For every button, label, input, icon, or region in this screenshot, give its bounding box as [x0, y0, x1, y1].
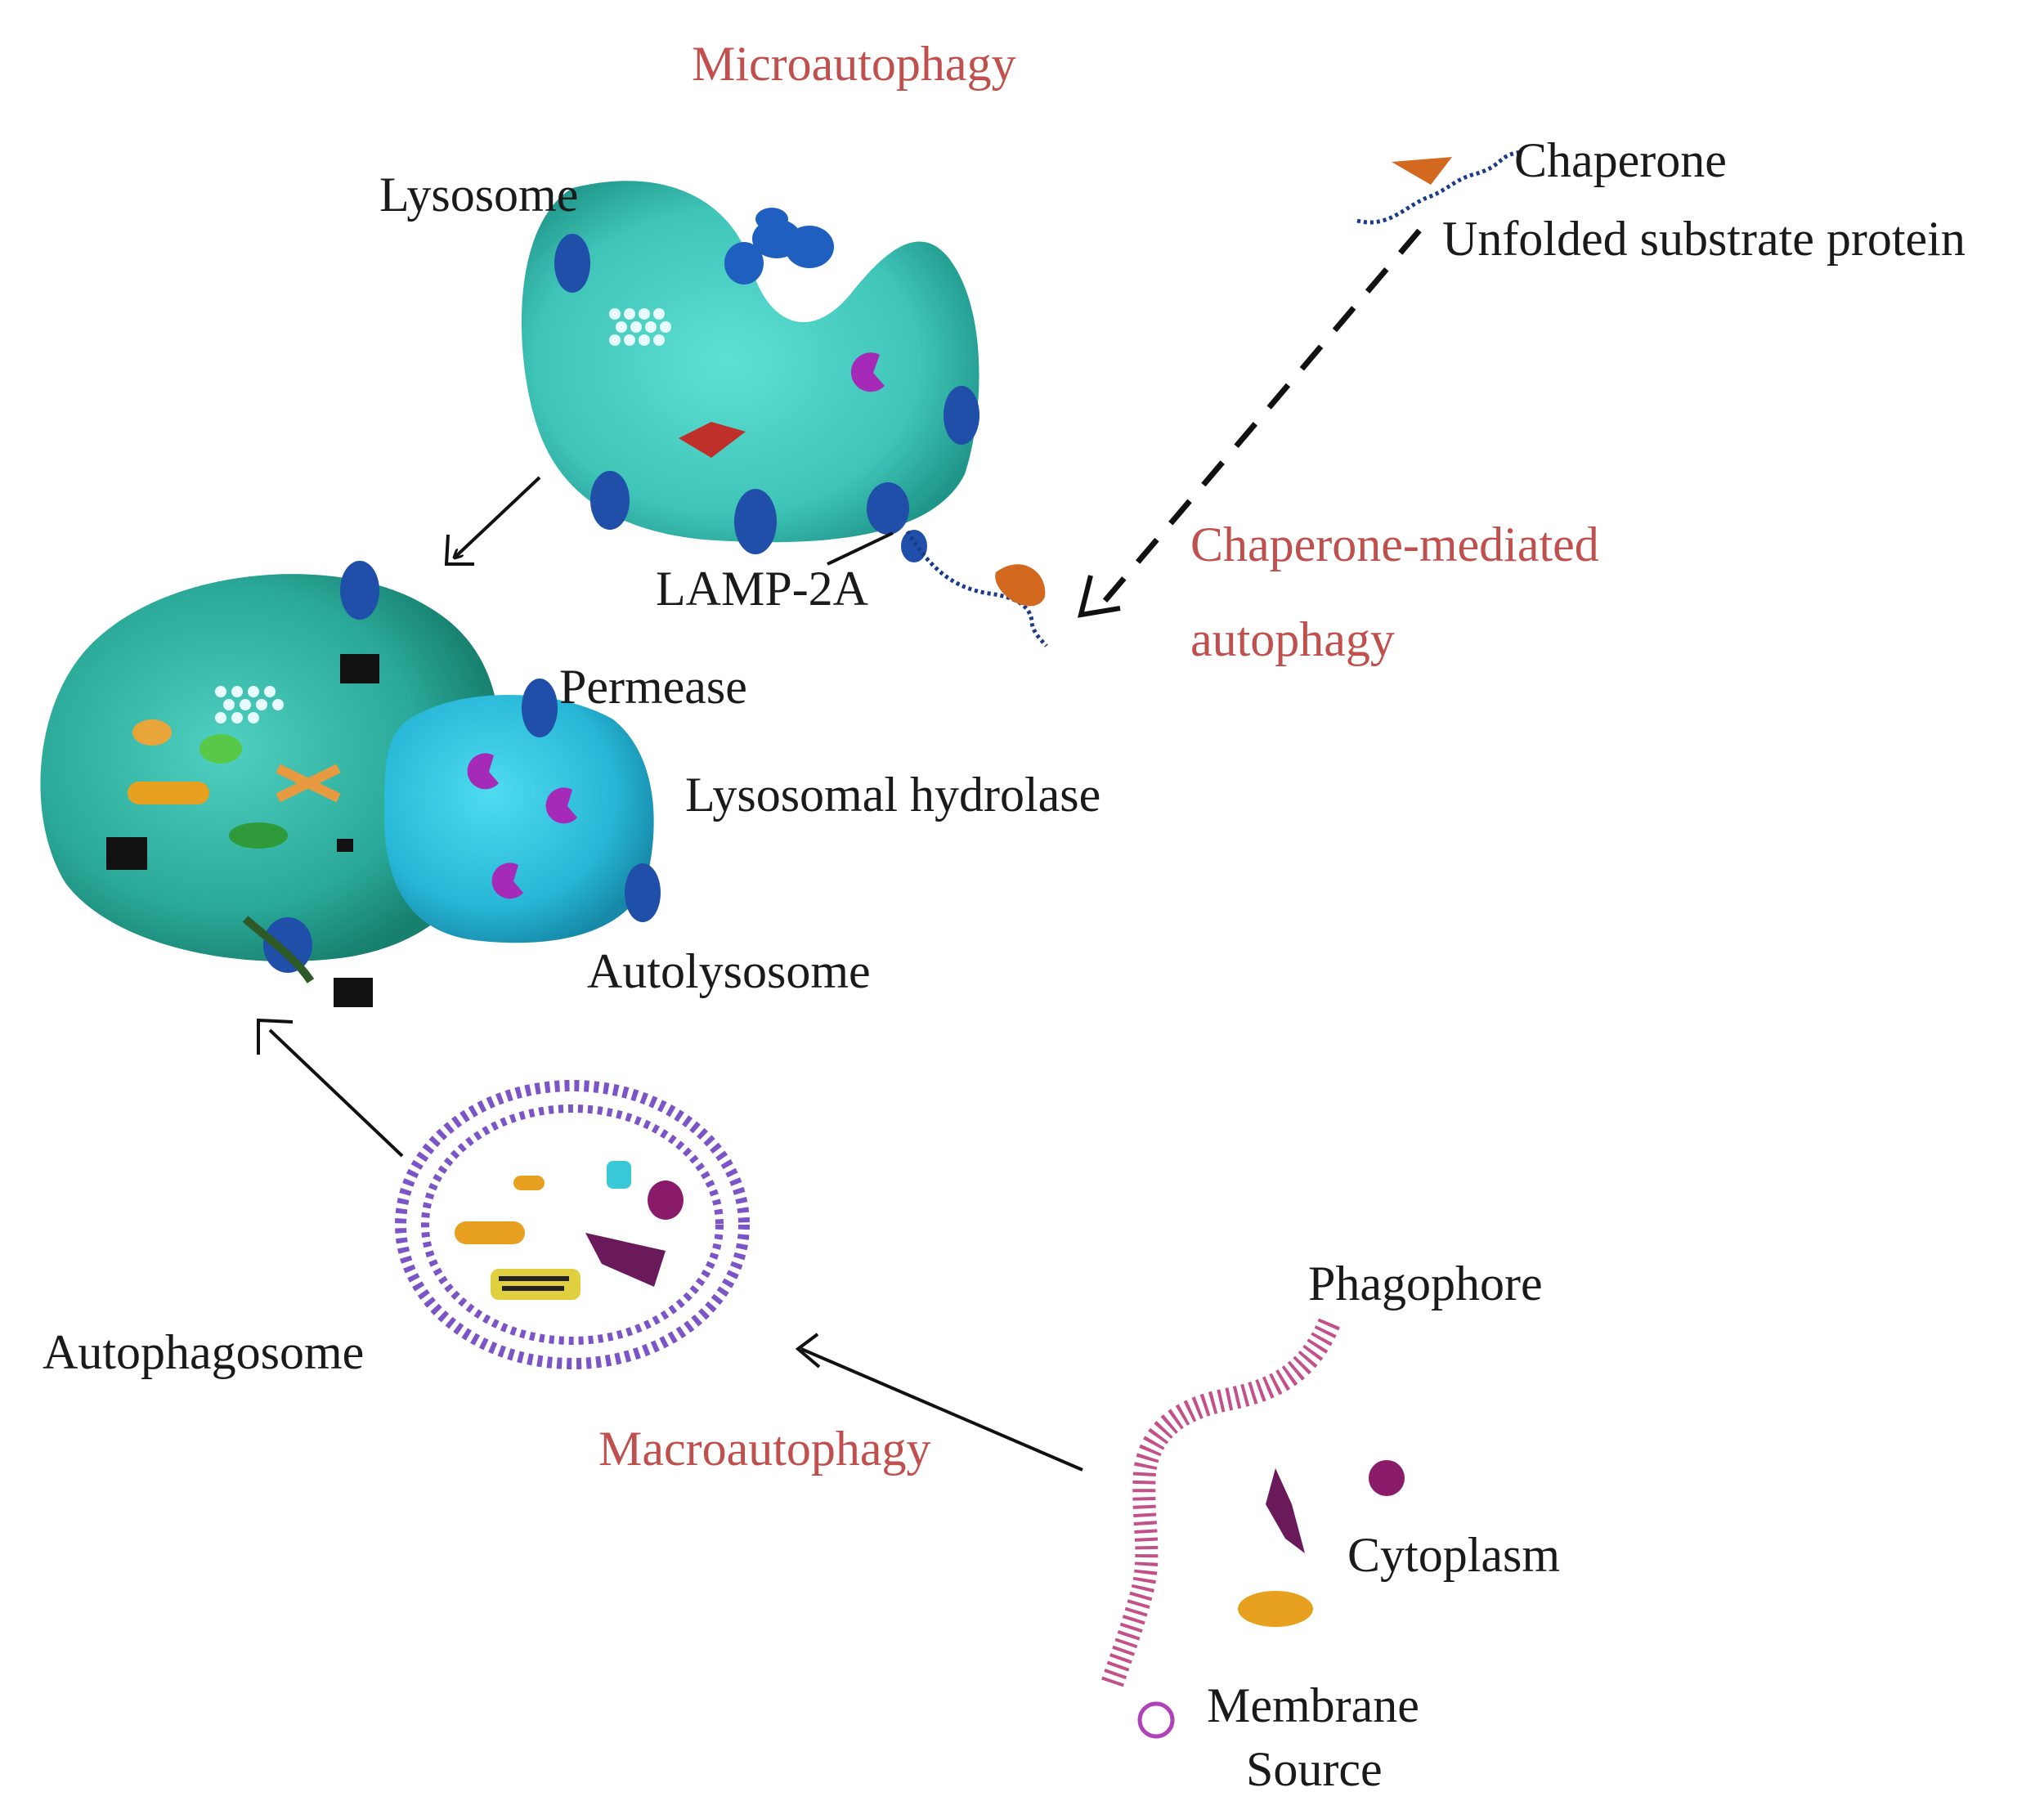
- cytoplasm-label: Cytoplasm: [1347, 1528, 1561, 1582]
- autolysosome: [40, 561, 661, 1007]
- lysosome-label: Lysosome: [379, 168, 579, 222]
- phagophore: [1100, 1318, 1405, 1739]
- dashed-arrow-cma: [1095, 228, 1422, 612]
- membrane-source-label-line1: Membrane: [1207, 1678, 1419, 1732]
- chaperone-mediated-autophagy-label-line1: Chaperone-mediated: [1190, 517, 1599, 571]
- autophagosome: [395, 1080, 750, 1369]
- chaperone-icon: [1392, 157, 1452, 185]
- chaperone-label: Chaperone: [1514, 133, 1727, 187]
- autolysosome-body: [40, 574, 502, 961]
- phagophore-label: Phagophore: [1308, 1257, 1543, 1310]
- lysosome-body: [521, 181, 979, 543]
- chaperone-bound-icon: [995, 564, 1046, 607]
- autolysosome-label: Autolysosome: [587, 944, 871, 998]
- lamp2a-pointer-line: [827, 531, 894, 566]
- permease-label: Permease: [559, 660, 747, 714]
- arrow-phagophore-to-autophagosome: [800, 1347, 1083, 1472]
- arrow-lysosome-to-autolysosome: [455, 476, 541, 558]
- hydrolase-vesicle-body: [384, 695, 654, 943]
- chaperone-mediated-autophagy-label-line2: autophagy: [1190, 612, 1395, 666]
- lamp2a-bound-complex: [827, 530, 1048, 647]
- unfolded-substrate-protein-label: Unfolded substrate protein: [1442, 212, 1966, 266]
- cargo-icons: [106, 654, 379, 1007]
- lamp2a-label: LAMP-2A: [656, 562, 869, 616]
- permease-icons: [263, 561, 661, 973]
- microautophagy-label: Microautophagy: [692, 37, 1016, 91]
- unfolded-protein-chain: [1356, 150, 1522, 225]
- cargo-diamond-icon: [679, 422, 746, 458]
- autophagosome-cargo-icons: [455, 1161, 684, 1300]
- lamp2a-receptor-icons: [554, 234, 979, 562]
- cytoplasm-oval-icon: [1238, 1591, 1313, 1627]
- cytoplasm-dot-icon: [1369, 1460, 1405, 1496]
- macroautophagy-label: Macroautophagy: [598, 1422, 931, 1476]
- cytoplasm-diamond-icon: [1266, 1468, 1305, 1553]
- lysosomal-hydrolase-label: Lysosomal hydrolase: [685, 768, 1101, 822]
- membrane-source-label-line2: Source: [1246, 1742, 1383, 1796]
- arrow-autophagosome-to-autolysosome: [268, 1028, 404, 1158]
- dotted-cargo-icon: [609, 308, 671, 346]
- phagophore-membrane: [1100, 1318, 1340, 1688]
- membrane-source-ring-icon: [1137, 1701, 1175, 1739]
- autophagosome-inner-membrane: [421, 1104, 724, 1345]
- autophagosome-outer-membrane: [395, 1080, 750, 1369]
- chaperone-substrate-complex: [1356, 150, 1522, 225]
- lysosome: [521, 181, 979, 562]
- autophagosome-label: Autophagosome: [43, 1325, 365, 1379]
- engulfed-cargo-icon: [724, 208, 834, 284]
- hydrolase-icon: [850, 352, 885, 392]
- lysosomal-hydrolase-icons: [467, 753, 577, 899]
